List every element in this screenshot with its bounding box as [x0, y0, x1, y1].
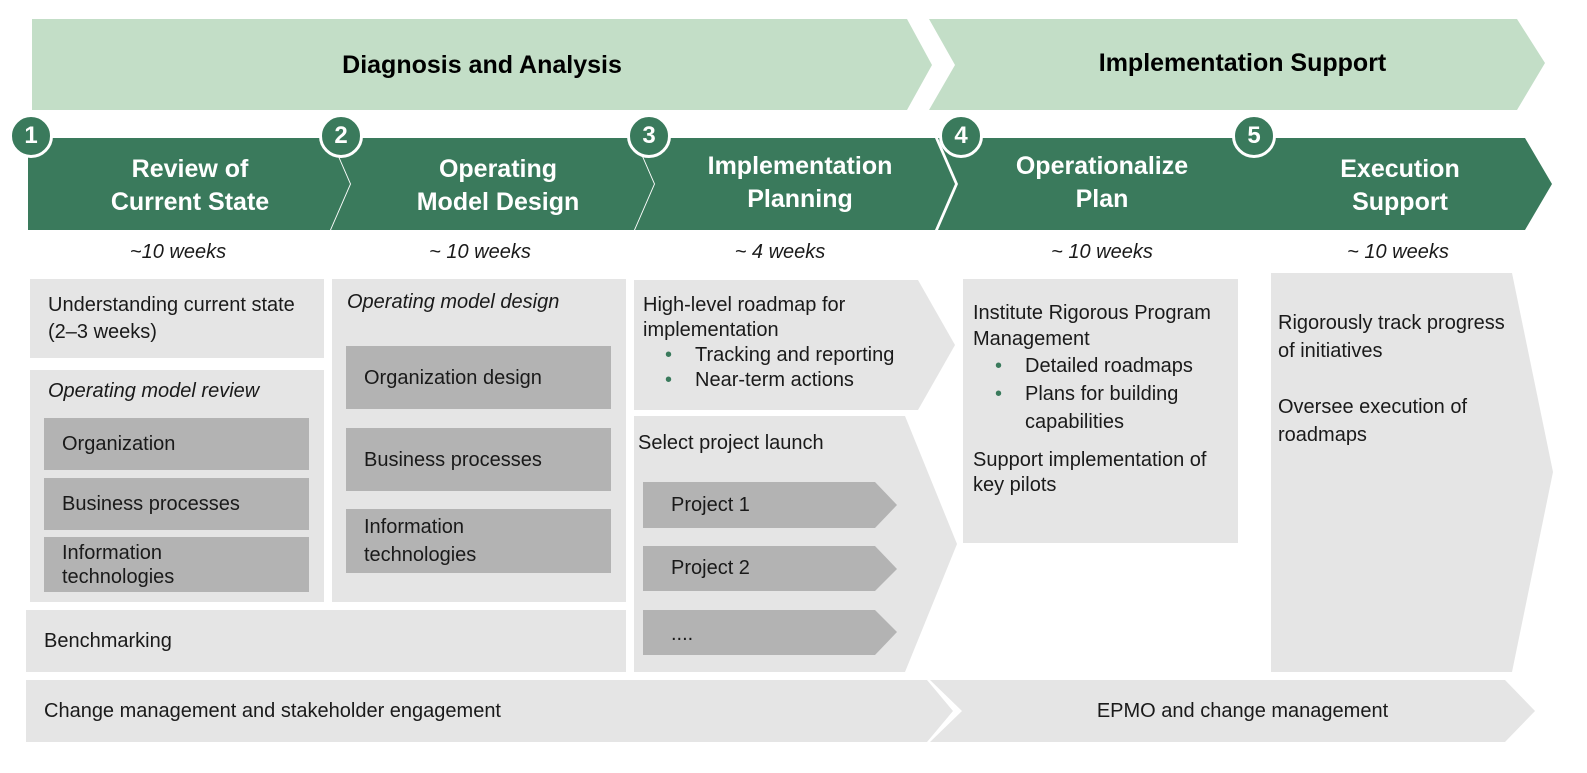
col4-bullet-roadmaps: Detailed roadmaps: [995, 352, 1228, 380]
col4-heading: Institute Rigorous Program Management: [973, 302, 1211, 350]
col1-item-information-technologies: Information technologies: [44, 537, 309, 592]
project-1-shape: [643, 482, 897, 528]
col3-bullet-near-term: Near-term actions: [665, 368, 943, 393]
col4-bullet-plans: Plans for building capabilities: [995, 380, 1215, 436]
project-2-label: Project 2: [671, 557, 750, 579]
step-badge-4: 4: [939, 114, 983, 158]
project-3-shape: [643, 610, 897, 655]
col1-item-business-processes: Business processes: [44, 478, 309, 530]
step-arrow-3: [635, 138, 955, 230]
step-title-2: Operating Model Design: [416, 155, 580, 216]
bottom-change-shape: [26, 680, 953, 742]
benchmarking-text: Benchmarking: [44, 629, 172, 652]
duration-3: ~ 4 weeks: [734, 241, 826, 263]
bottom-epmo-text: EPMO and change management: [1096, 699, 1389, 722]
col1-review-heading: Operating model review: [48, 380, 260, 402]
step-arrow-4: [938, 138, 1258, 230]
duration-5: ~ 10 weeks: [1347, 241, 1449, 263]
step-arrow-2: [331, 138, 654, 230]
step-badge-5: 5: [1232, 114, 1276, 158]
benchmarking-box: Benchmarking: [26, 610, 626, 672]
col1-understanding-box: Understanding current state (2–3 weeks): [30, 279, 324, 358]
col2-item-business-processes: Business processes: [346, 428, 611, 491]
step-title-1: Review of Current State: [110, 155, 270, 216]
duration-1: ~10 weeks: [129, 241, 227, 263]
duration-4: ~ 10 weeks: [1051, 241, 1153, 263]
phase-title-diagnosis: Diagnosis and Analysis: [342, 50, 622, 79]
project-2-shape: [643, 546, 897, 591]
col4-bullets: Detailed roadmaps Plans for building cap…: [973, 352, 1228, 436]
phase-title-implementation: Implementation Support: [1098, 48, 1387, 77]
col5-shape: [1271, 273, 1553, 672]
step-title-4: Operationalize Plan: [1015, 152, 1189, 213]
step-arrow-1: [28, 138, 350, 230]
col2-item-information-technologies: Information technologies: [346, 509, 611, 573]
col3-bullet-tracking: Tracking and reporting: [665, 343, 943, 368]
project-1-label: Project 1: [671, 493, 750, 516]
col1-understanding-text: Understanding current state (2–3 weeks): [48, 294, 295, 343]
col2-heading: Operating model design: [347, 291, 560, 313]
col3-launch-shape: [634, 416, 957, 672]
step-badge-3: 3: [627, 114, 671, 158]
col4-box: Institute Rigorous Program Management De…: [963, 279, 1238, 543]
col5-oversee: Oversee execution of roadmaps: [1278, 396, 1467, 446]
step-badge-2: 2: [319, 114, 363, 158]
phase-banner-diagnosis: [32, 19, 932, 110]
col1-item-organization: Organization: [44, 418, 309, 470]
duration-2: ~ 10 weeks: [429, 241, 531, 263]
col3-roadmap-bullets: Tracking and reporting Near-term actions: [643, 343, 943, 393]
col3-roadmap-text-block: High-level roadmap for implementation Tr…: [643, 293, 943, 393]
bottom-epmo-shape: [930, 680, 1535, 742]
step-badge-1: 1: [9, 114, 53, 158]
step-arrow-5: [1236, 138, 1552, 230]
phase-banner-implementation: [929, 19, 1545, 110]
col4-support: Support implementation of key pilots: [973, 449, 1207, 496]
col2-item-organization-design: Organization design: [346, 346, 611, 409]
step-title-3: Implementation Planning: [707, 152, 893, 213]
project-3-label: ....: [671, 623, 694, 645]
step-title-5: Execution Support: [1340, 155, 1460, 216]
col5-track: Rigorously track progress of initiatives: [1278, 312, 1505, 362]
col3-launch-heading: Select project launch: [638, 432, 824, 454]
bottom-change-text: Change management and stakeholder engage…: [44, 700, 501, 722]
col3-roadmap-text: High-level roadmap for implementation: [643, 294, 846, 341]
